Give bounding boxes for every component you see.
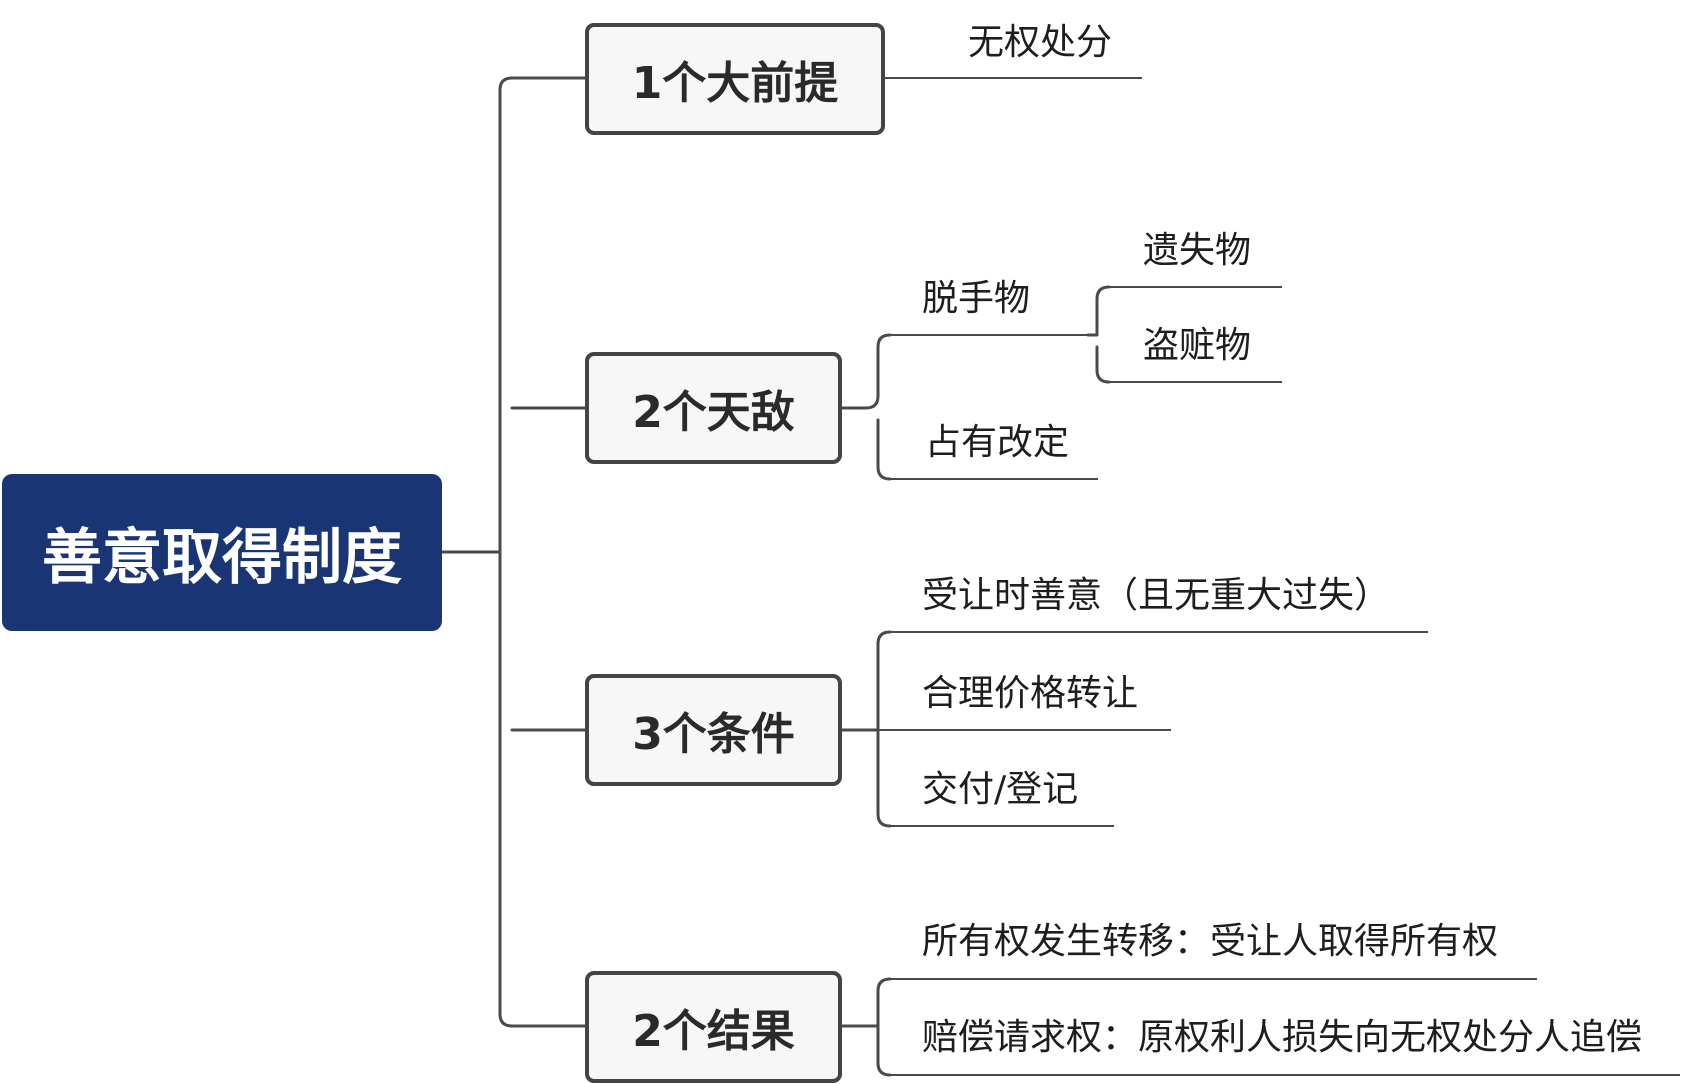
leaf-reasonable-price[interactable]: 合理价格转让 (922, 673, 1139, 714)
connector-subleaves (1086, 285, 1111, 384)
leaf-ownership-transfer[interactable]: 所有权发生转移：受让人取得所有权 (922, 921, 1499, 962)
root-node[interactable]: 善意取得制度 (2, 474, 442, 631)
branch-node-conditions[interactable]: 3个条件 (585, 674, 842, 786)
leaf-delivery-registration[interactable]: 交付/登记 (922, 769, 1079, 810)
connector-branch-2-leaves (840, 333, 892, 481)
leaf-possession-change[interactable]: 占有改定 (925, 422, 1070, 463)
leaf-good-faith[interactable]: 受让时善意（且无重大过失） (922, 575, 1391, 616)
leaf-lost-from-hand[interactable]: 脱手物 (922, 278, 1031, 319)
branch-node-premise[interactable]: 1个大前提 (585, 23, 885, 135)
branch-node-results[interactable]: 2个结果 (585, 971, 842, 1083)
leaf-stolen-property[interactable]: 盗赃物 (1143, 325, 1252, 366)
leaf-lost-property[interactable]: 遗失物 (1143, 230, 1252, 271)
trunk-connector (498, 76, 514, 1028)
leaf-unauthorized-disposal[interactable]: 无权处分 (968, 22, 1113, 63)
branch-node-enemies[interactable]: 2个天敌 (585, 352, 842, 464)
leaf-compensation-claim[interactable]: 赔偿请求权：原权利人损失向无权处分人追偿 (922, 1017, 1643, 1058)
connector-branch-4-leaves (840, 977, 892, 1077)
